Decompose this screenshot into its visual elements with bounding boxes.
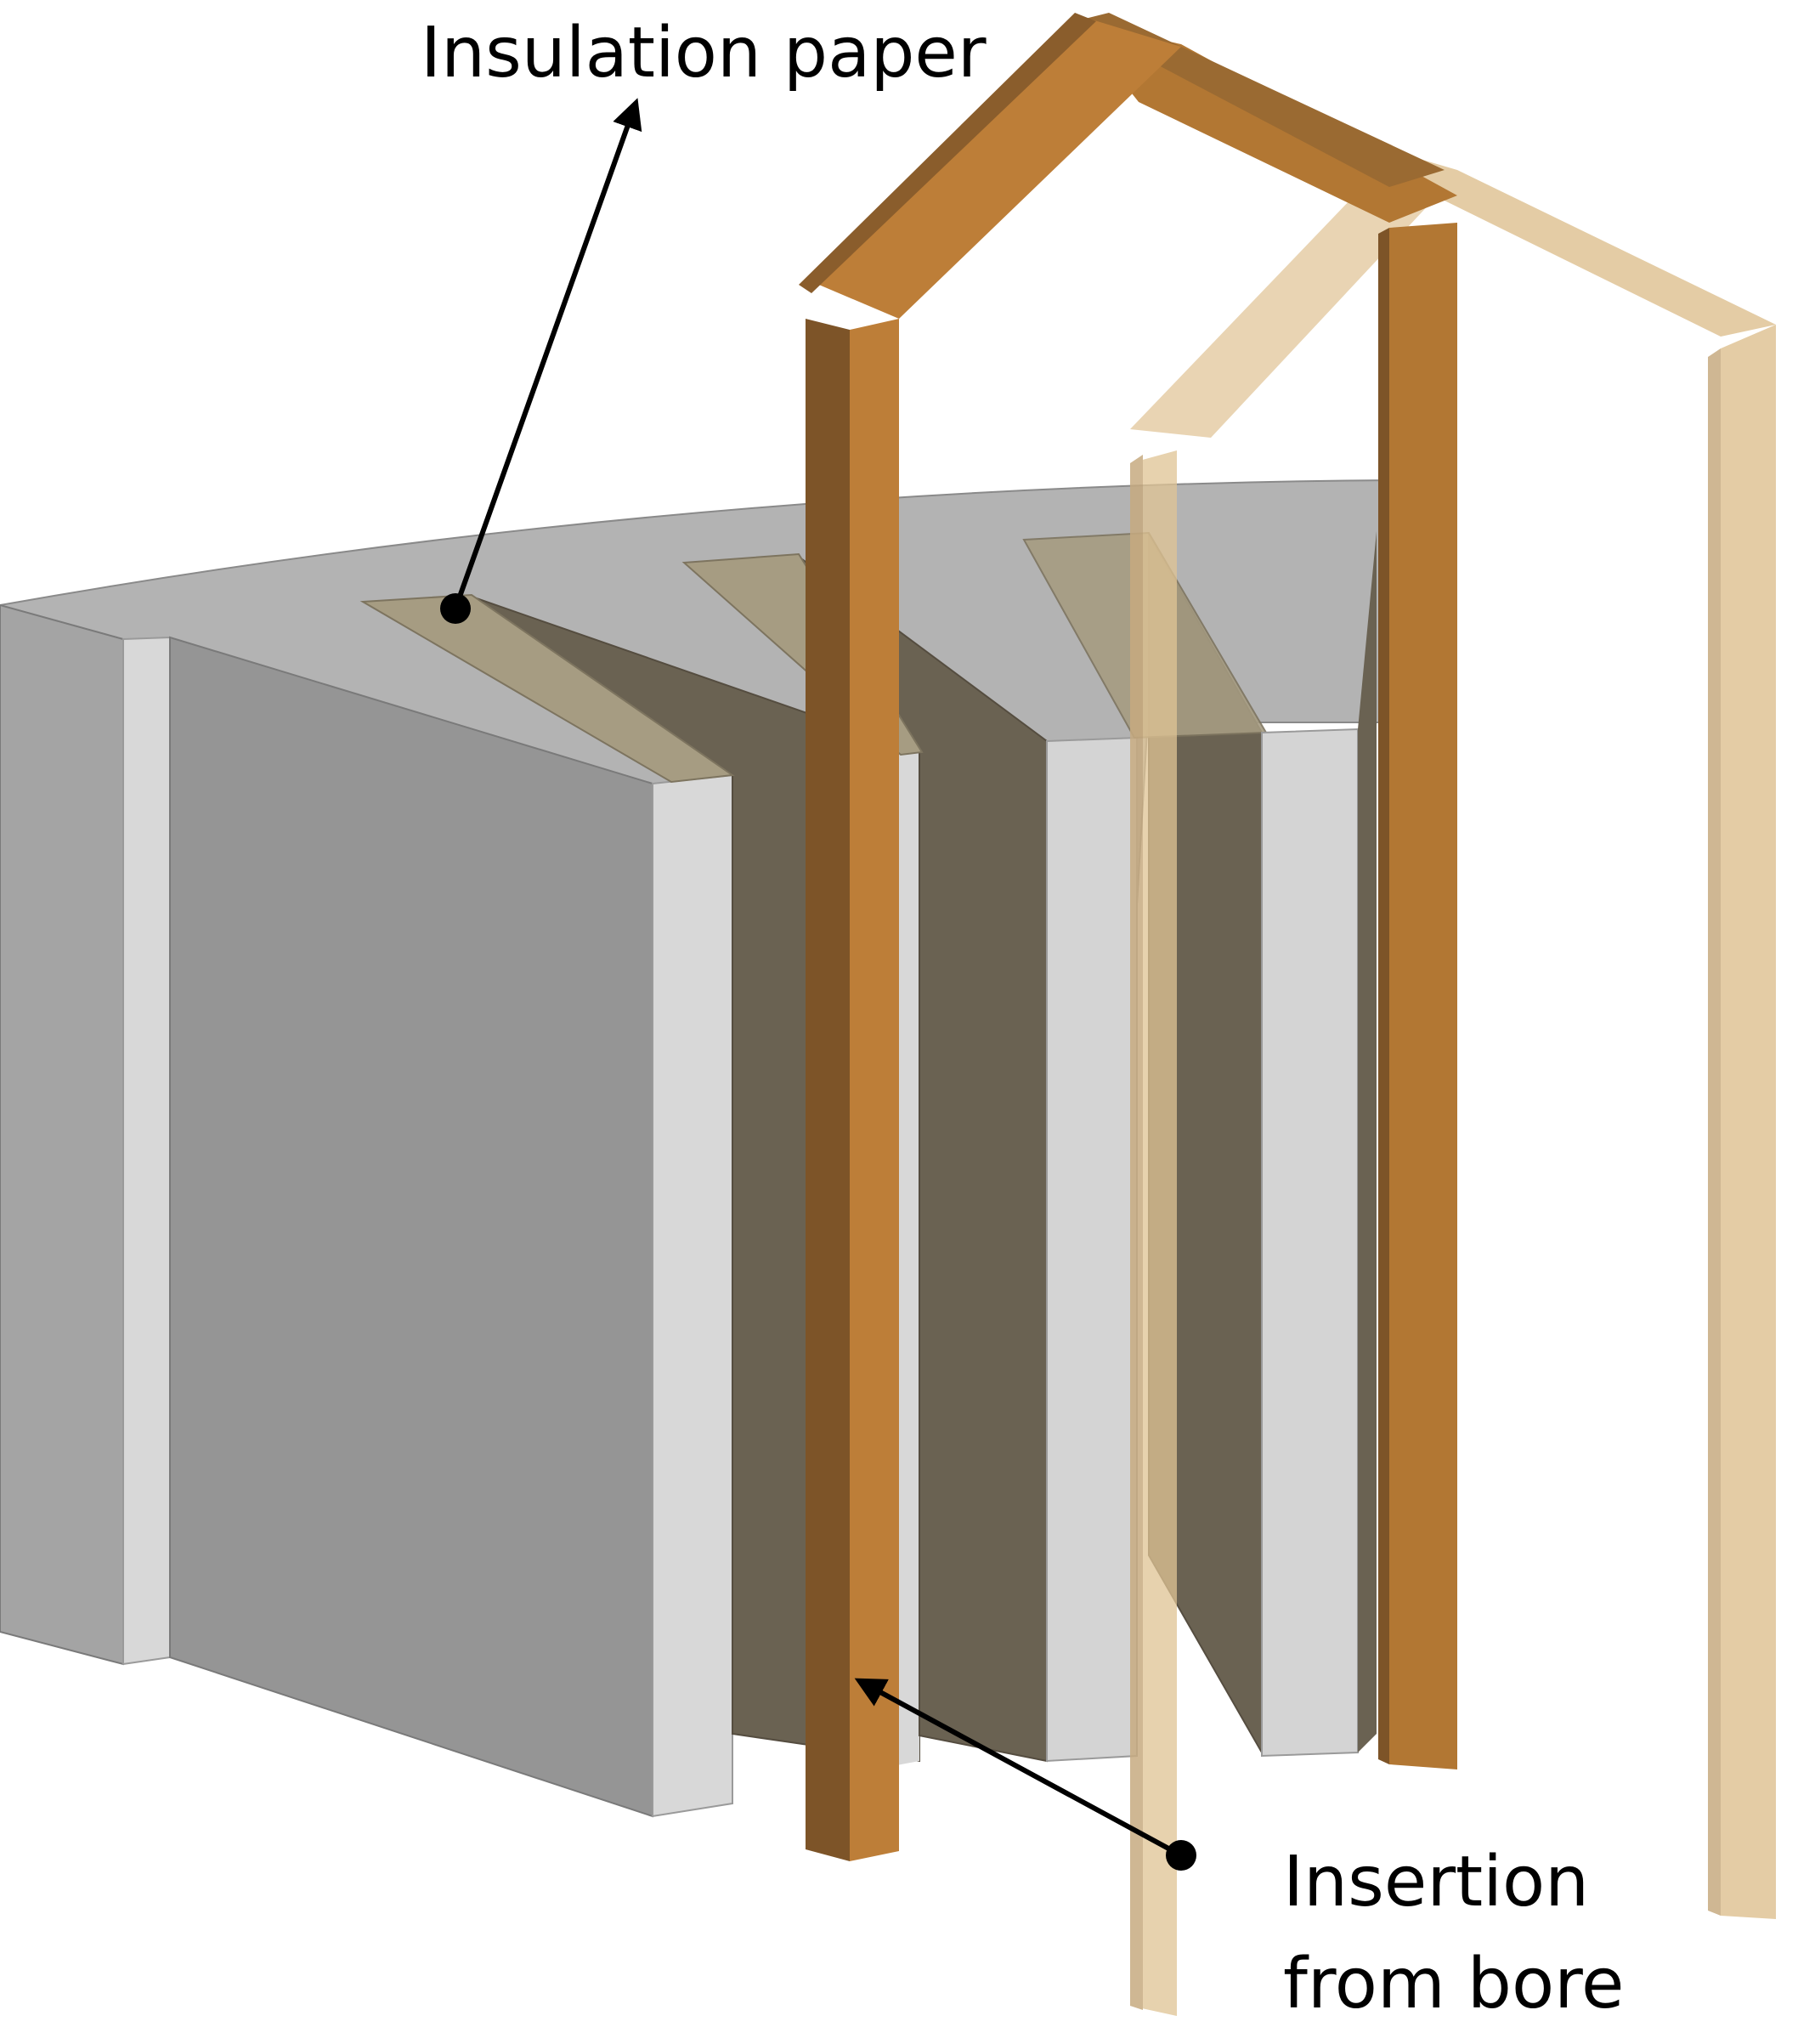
slot-3 [1022, 531, 1377, 1758]
coil-main [799, 13, 1457, 1861]
tooth-edge-2 [652, 773, 733, 1818]
coil-main-right-leg-side [1378, 228, 1389, 1764]
annotation-insertion-from-bore: Insertion from bore [854, 1678, 1624, 2024]
label-insertion-line-2: from bore [1283, 1944, 1624, 2024]
core-left-face [0, 603, 124, 1666]
stator-core [0, 478, 1399, 1818]
arrow-insertion-from-bore-dot [1166, 1840, 1196, 1871]
coil-faded-upper-left [1130, 155, 1457, 438]
coil-faded-right-leg [1721, 325, 1776, 1919]
coil-main-top-left-shade [799, 13, 1096, 293]
core-front-face [169, 636, 653, 1818]
slot-3-tooth-side [1261, 728, 1359, 1758]
coil-main-right-leg [1389, 223, 1457, 1769]
arrow-insertion-from-bore [854, 1678, 1183, 1858]
tooth-edge-1 [122, 636, 171, 1666]
coil-main-top-left [809, 17, 1181, 319]
coil-main-left-leg [850, 319, 899, 1861]
coil-faded [1130, 151, 1776, 2016]
coil-faded-top [1394, 151, 1776, 337]
coil-faded-left-leg-side [1130, 455, 1143, 2010]
label-insertion-line-1: Insertion [1283, 1842, 1589, 1922]
coil-main-left-leg-side [806, 319, 850, 1861]
label-insulation-paper: Insulation paper [421, 13, 987, 93]
arrow-insulation-paper-dot [440, 593, 471, 624]
annotation-insulation-paper: Insulation paper [421, 13, 987, 624]
slot-1-insulation-paper [359, 593, 735, 784]
arrow-insulation-paper [453, 98, 642, 610]
slot-2-tooth-side [1046, 736, 1138, 1763]
slot-4-wall [1358, 531, 1377, 1752]
coil-faded-right-leg-side [1708, 348, 1721, 1916]
